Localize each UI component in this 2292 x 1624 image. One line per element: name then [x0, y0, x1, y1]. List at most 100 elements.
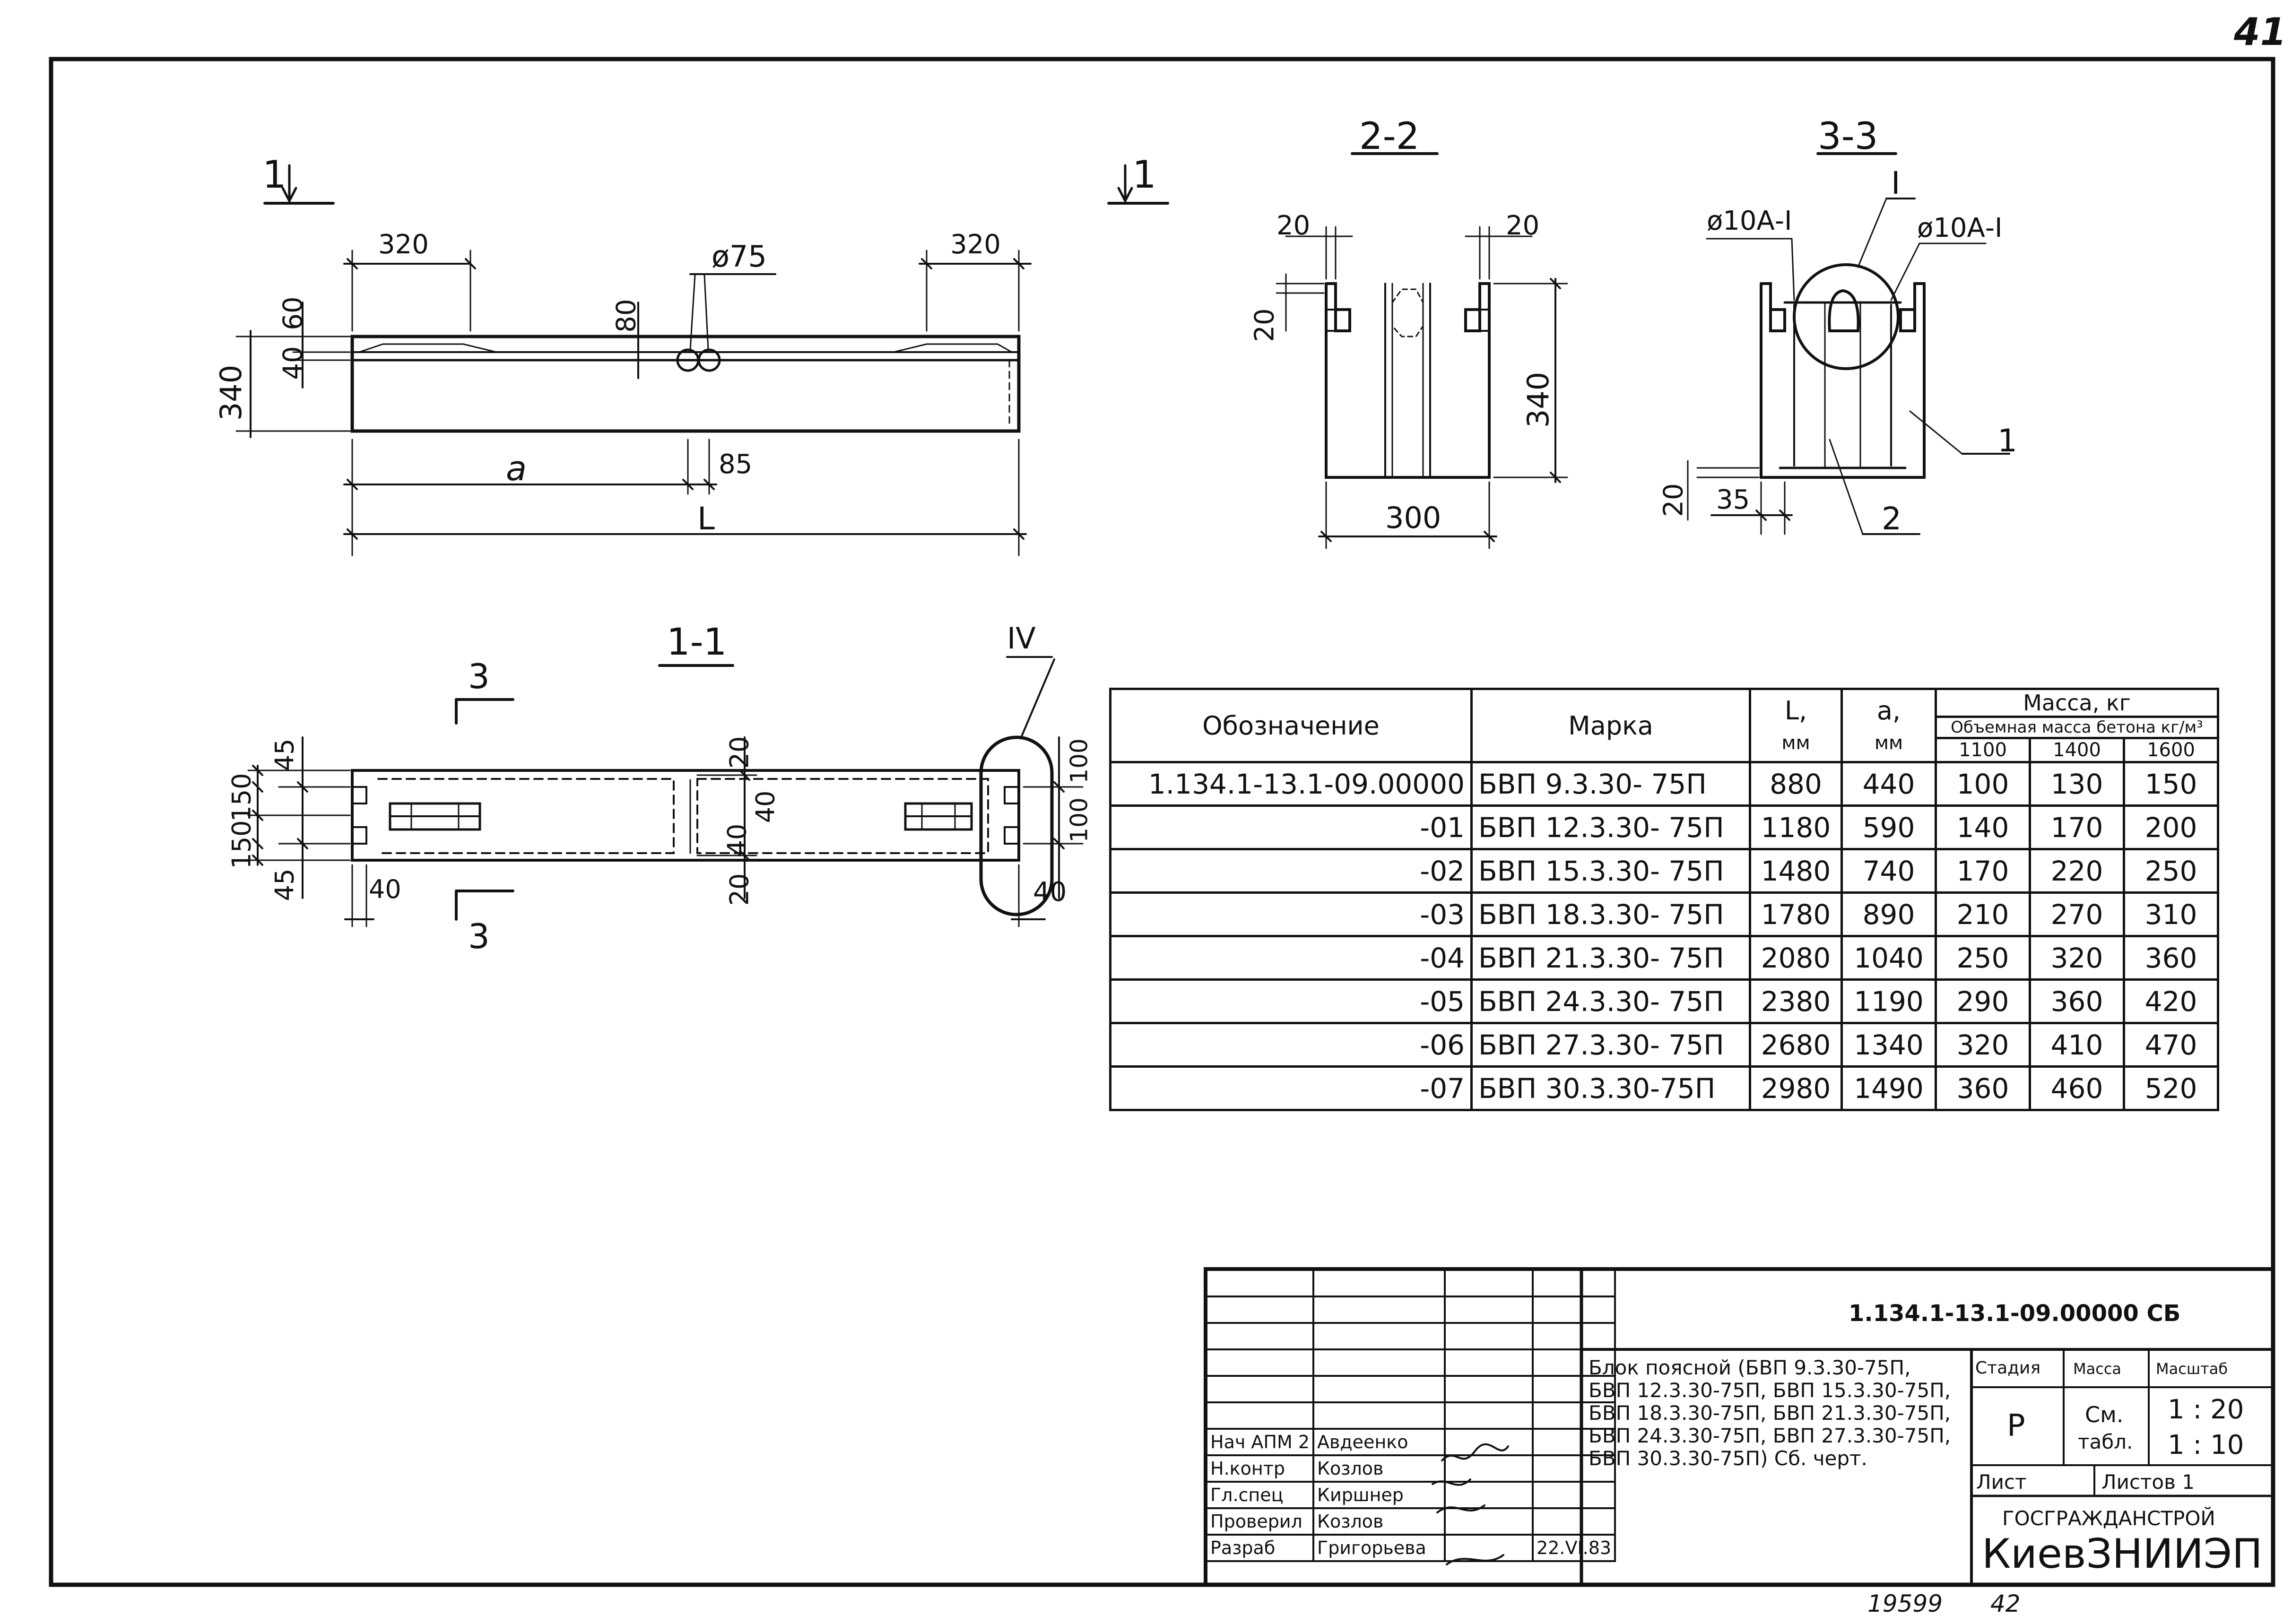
header-density: Объемная масса бетона кг/м³ — [1935, 716, 2219, 739]
position-2-label: 2 — [1882, 501, 1901, 537]
dim-40-mid-b: 40 — [722, 823, 752, 856]
signature-sign — [1444, 1428, 1534, 1456]
cell-L: 1180 — [1749, 804, 1843, 850]
dim-a: a — [506, 449, 527, 488]
header-1100: 1100 — [1935, 737, 2031, 763]
cell-designation: 1.134.1-13.1-09.00000 — [1109, 761, 1473, 807]
cell-m1100: 290 — [1935, 978, 2031, 1024]
cell-a: 1490 — [1841, 1065, 1937, 1111]
name-line: БВП 24.3.30-75П, БВП 27.3.30-75П, — [1589, 1424, 1951, 1447]
signature-sign — [1444, 1507, 1534, 1536]
name-line: БВП 30.3.30-75П) Сб. черт. — [1589, 1447, 1867, 1470]
cell-mark: БВП 9.3.30- 75П — [1470, 761, 1751, 807]
dim-80: 80 — [611, 299, 642, 333]
cell-designation: -05 — [1109, 978, 1473, 1024]
cell-m1400: 460 — [2029, 1065, 2125, 1111]
signature-date: 22.VI.83 — [1532, 1534, 1616, 1562]
dim-340: 340 — [214, 364, 249, 421]
cell-designation: -04 — [1109, 935, 1473, 981]
signature-role: Нач АПМ 2 — [1205, 1428, 1315, 1456]
section-1-1 — [247, 656, 1084, 927]
dim-300-width: 300 — [1385, 501, 1441, 535]
sheet-label: Лист — [1976, 1470, 2027, 1494]
section-2-2 — [1276, 152, 1568, 549]
header-L-text: L, — [1784, 696, 1807, 726]
organization-line-1: ГОСГРАЖДАНСТРОЙ — [2002, 1507, 2215, 1530]
cell-designation: -02 — [1109, 848, 1473, 894]
specification-table: Обозначение Марка L,мм a,мм Масса, кг Об… — [1109, 688, 2219, 1111]
signature-date — [1532, 1454, 1616, 1483]
rebar-left-label: ø10А-I — [1707, 206, 1792, 236]
cell-m1600: 360 — [2123, 935, 2219, 981]
signature-name: Козлов — [1312, 1454, 1446, 1483]
cell-m1400: 170 — [2029, 804, 2125, 850]
cell-a: 590 — [1841, 804, 1937, 850]
scale-value-1: 1 : 20 — [2168, 1394, 2244, 1425]
scale-value-2: 1 : 10 — [2168, 1430, 2244, 1460]
cell-mark: БВП 15.3.30- 75П — [1470, 848, 1751, 894]
dim-45-bottom: 45 — [269, 868, 300, 901]
signature-row: Нач АПМ 2 Авдеенко — [1205, 1428, 1616, 1456]
dim-35: 35 — [1716, 484, 1750, 515]
mass-value-2: табл. — [2078, 1430, 2133, 1453]
header-L-unit: мм — [1781, 732, 1810, 754]
signature-grid: Нач АПМ 2 Авдеенко Н.контр Козлов Гл.спе… — [1205, 1269, 1616, 1562]
signature-name: Григорьева — [1312, 1534, 1446, 1562]
dim-320-left: 320 — [378, 229, 429, 260]
signature-sign — [1444, 1481, 1534, 1509]
cell-mark: БВП 24.3.30- 75П — [1470, 978, 1751, 1024]
header-mass: Масса, кг — [1935, 688, 2219, 718]
section-2-2-title: 2-2 — [1359, 115, 1420, 158]
signature-role: Проверил — [1205, 1507, 1315, 1536]
mass-label: Масса — [2073, 1360, 2122, 1378]
dim-60: 60 — [278, 296, 309, 330]
scale-label: Масштаб — [2156, 1360, 2228, 1378]
cell-m1100: 100 — [1935, 761, 2031, 807]
dim-100-a: 100 — [1065, 738, 1093, 784]
cell-mark: БВП 18.3.30- 75П — [1470, 891, 1751, 937]
cell-L: 2680 — [1749, 1022, 1843, 1068]
cell-m1100: 210 — [1935, 891, 2031, 937]
position-1-label: 1 — [1997, 423, 2017, 459]
cell-a: 890 — [1841, 891, 1937, 937]
sheets-label: Листов 1 — [2101, 1470, 2195, 1494]
cut-mark-3-top: 3 — [468, 657, 490, 696]
cell-m1100: 140 — [1935, 804, 2031, 850]
name-line: Блок поясной (БВП 9.3.30-75П, — [1589, 1356, 1911, 1379]
table-row: -05 БВП 24.3.30- 75П 2380 1190 290 360 4… — [1109, 978, 2219, 1024]
cell-L: 2380 — [1749, 978, 1843, 1024]
cell-m1600: 150 — [2123, 761, 2219, 807]
cell-m1600: 200 — [2123, 804, 2219, 850]
cell-m1100: 170 — [1935, 848, 2031, 894]
signature-date — [1532, 1481, 1616, 1509]
dim-100-b: 100 — [1065, 797, 1093, 843]
header-a: a,мм — [1841, 688, 1937, 763]
cell-designation: -01 — [1109, 804, 1473, 850]
cell-mark: БВП 12.3.30- 75П — [1470, 804, 1751, 850]
signature-sign — [1444, 1534, 1534, 1562]
cell-m1600: 310 — [2123, 891, 2219, 937]
signature-date — [1532, 1428, 1616, 1456]
cell-m1100: 320 — [1935, 1022, 2031, 1068]
cell-m1400: 320 — [2029, 935, 2125, 981]
signature-row: Разраб Григорьева 22.VI.83 — [1205, 1534, 1616, 1562]
table-row: 1.134.1-13.1-09.00000 БВП 9.3.30- 75П 88… — [1109, 761, 2219, 807]
cell-L: 1480 — [1749, 848, 1843, 894]
signature-name: Козлов — [1312, 1507, 1446, 1536]
header-a-text: a, — [1876, 696, 1901, 726]
cut-mark-1-right: 1 — [1132, 153, 1156, 197]
cell-designation: -06 — [1109, 1022, 1473, 1068]
signature-date — [1532, 1507, 1616, 1536]
cell-m1600: 470 — [2123, 1022, 2219, 1068]
sheet-index: 42 — [1990, 1590, 2021, 1617]
cell-a: 1340 — [1841, 1022, 1937, 1068]
dim-40-right: 40 — [1033, 877, 1067, 907]
dim-20-right: 20 — [1506, 210, 1540, 241]
header-designation: Обозначение — [1109, 688, 1473, 763]
header-1400: 1400 — [2029, 737, 2125, 763]
cell-L: 1780 — [1749, 891, 1843, 937]
cell-a: 1190 — [1841, 978, 1937, 1024]
cell-m1600: 420 — [2123, 978, 2219, 1024]
name-line: БВП 18.3.30-75П, БВП 21.3.30-75П, — [1589, 1401, 1951, 1425]
